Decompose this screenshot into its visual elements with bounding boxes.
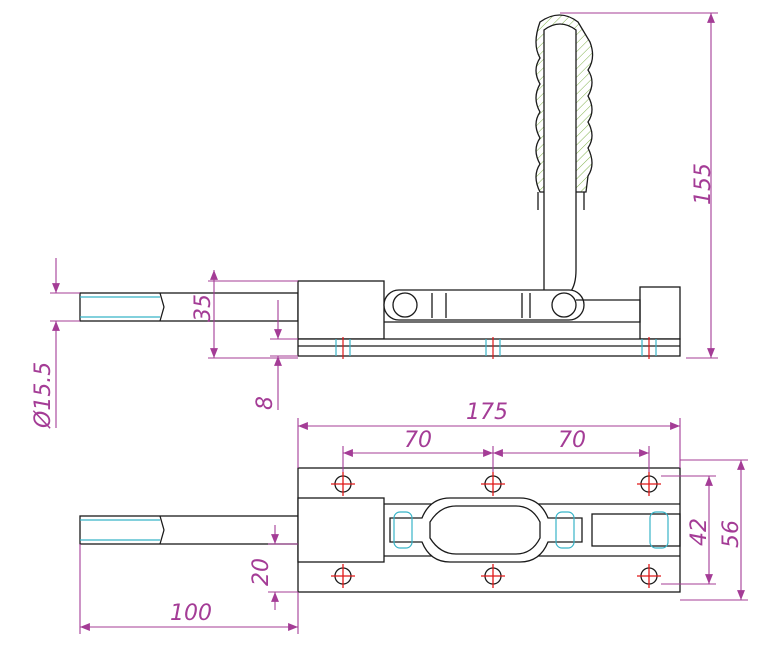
side-view <box>79 14 681 357</box>
plunger-rod <box>79 292 299 322</box>
dim-70-left: 70 <box>404 428 432 453</box>
side-hole-markers <box>80 296 657 359</box>
top-clamp-body <box>297 497 385 563</box>
dim-rod-diameter: Ø15.5 <box>31 362 56 429</box>
dim-56: 56 <box>719 520 744 548</box>
mounting-holes <box>331 472 661 588</box>
top-view <box>79 467 681 593</box>
top-rod <box>79 515 299 545</box>
dim-175: 175 <box>466 400 508 425</box>
dim-35: 35 <box>191 294 216 322</box>
dim-20: 20 <box>249 558 274 586</box>
clamp-body <box>297 280 385 340</box>
dim-70-right: 70 <box>558 428 586 453</box>
hole-bottom-center <box>481 564 505 588</box>
dim-155: 155 <box>691 163 716 205</box>
hole-bottom-right <box>637 564 661 588</box>
rear-bracket <box>639 286 681 340</box>
dim-8: 8 <box>253 396 278 410</box>
linkage-bar <box>383 289 585 321</box>
dimension-lines <box>50 12 748 634</box>
handle-shaft <box>543 23 577 301</box>
hole-top-center <box>481 472 505 496</box>
dim-100: 100 <box>170 601 212 626</box>
dim-42: 42 <box>687 518 712 546</box>
hole-top-left <box>331 472 355 496</box>
base-plate <box>297 338 681 357</box>
hole-top-right <box>637 472 661 496</box>
hole-bottom-left <box>331 564 355 588</box>
top-pin-markers <box>80 511 669 549</box>
